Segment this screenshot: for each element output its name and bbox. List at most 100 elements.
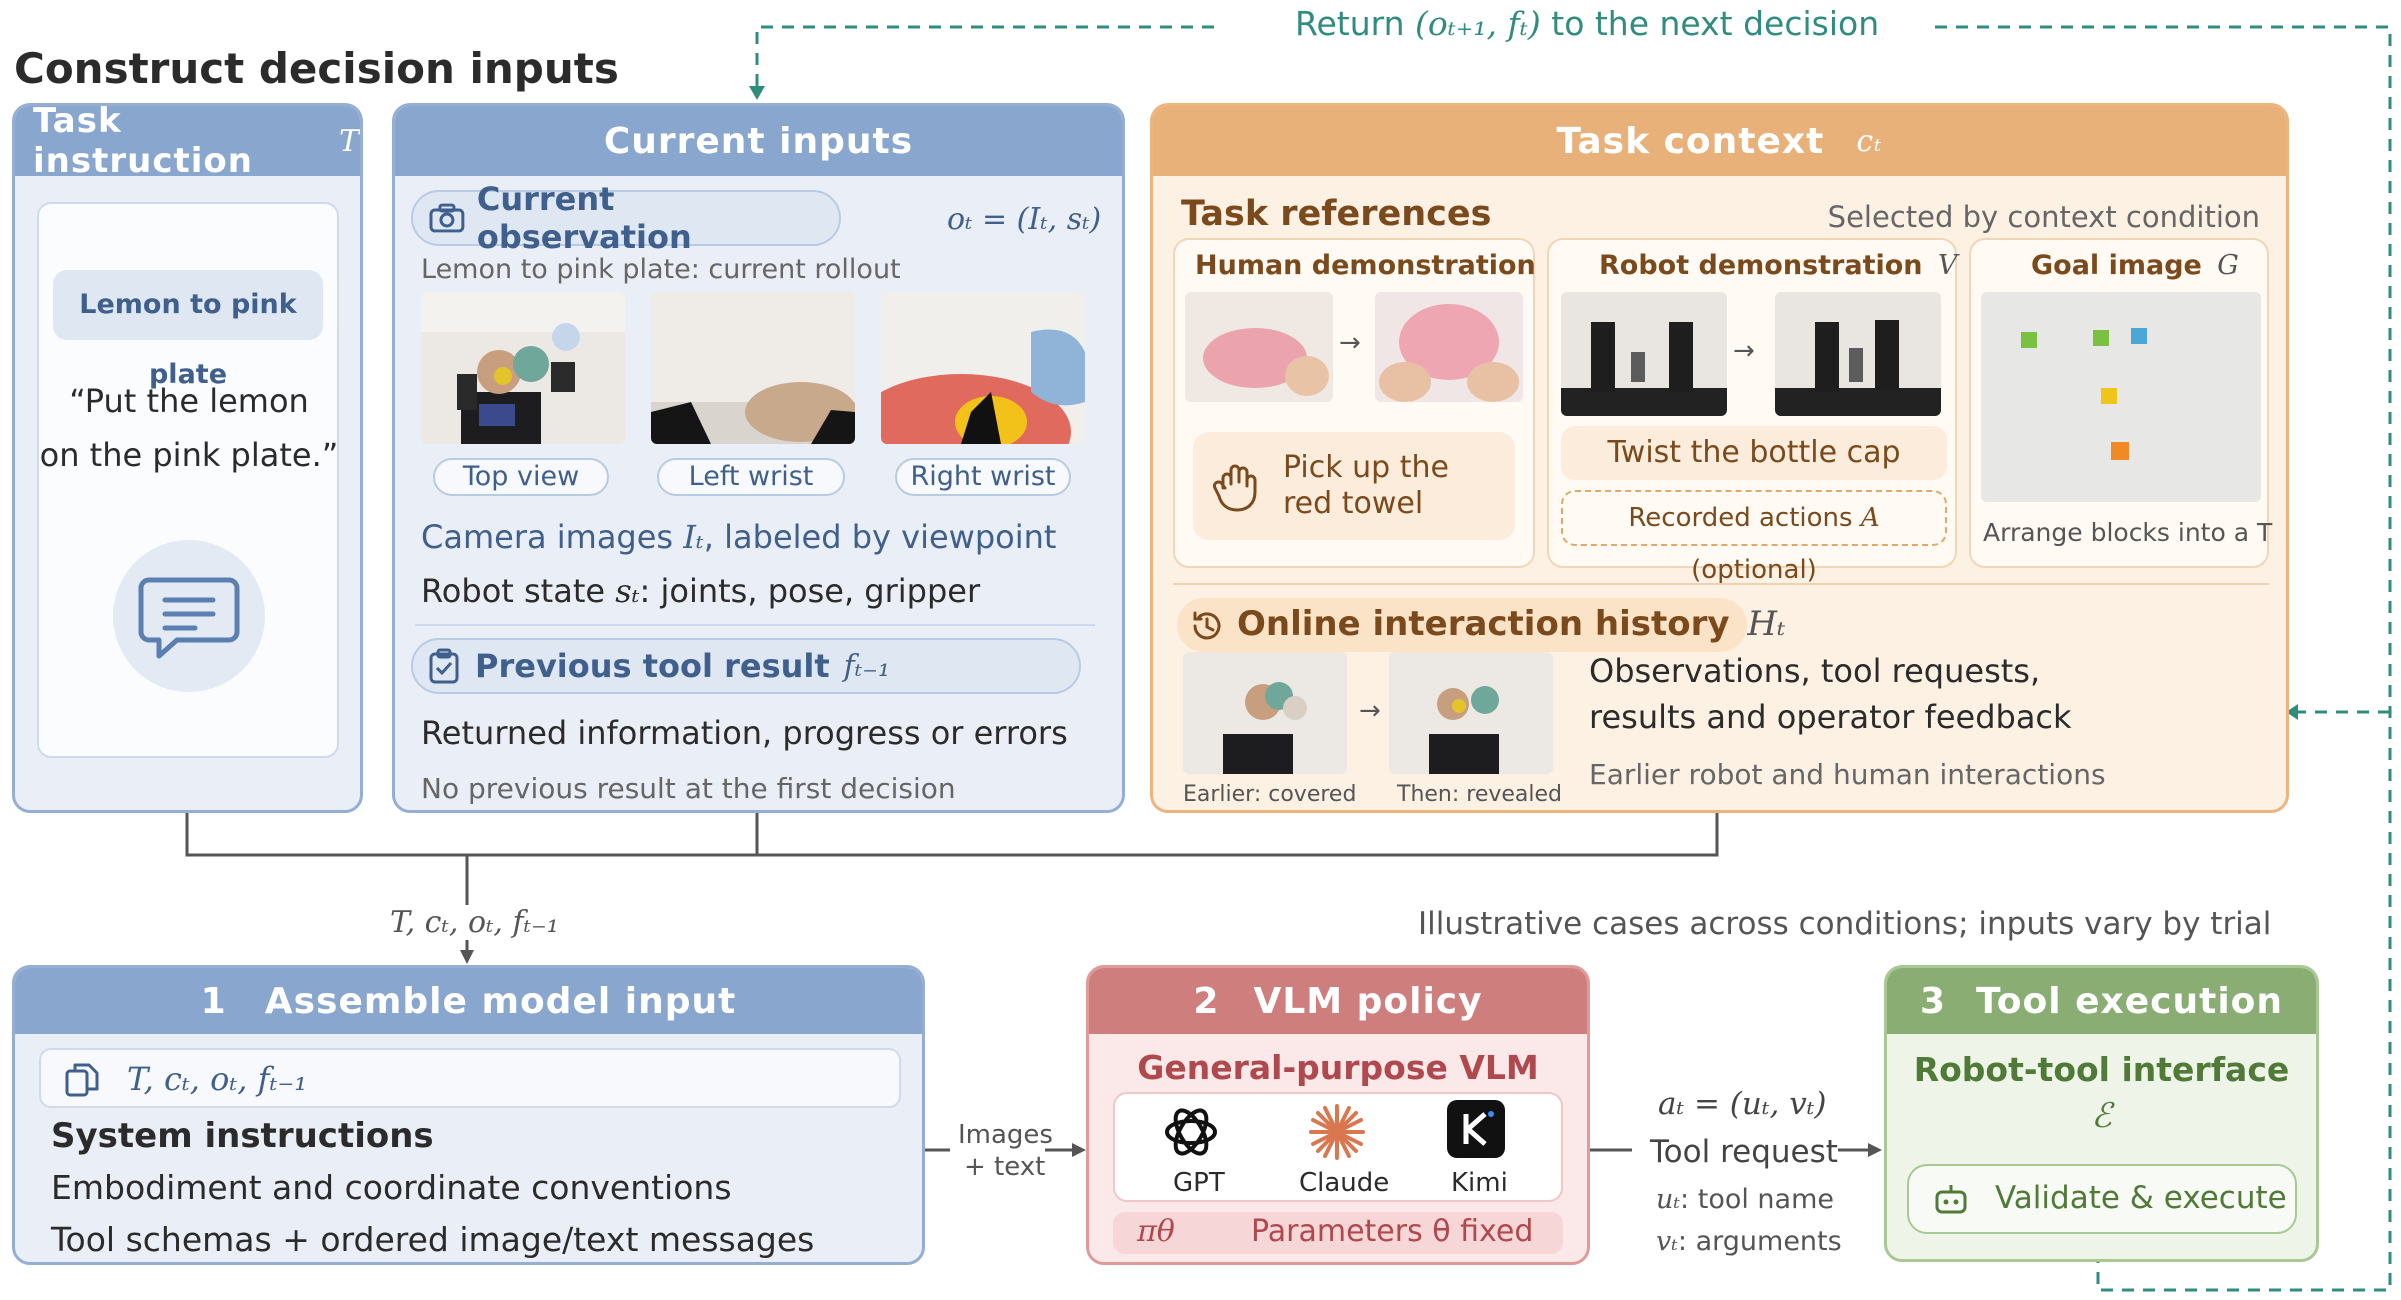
goal-image-title: Goal image G — [2031, 250, 2239, 281]
model-claude: Claude — [1299, 1168, 1390, 1198]
instruction-quote-2: on the pink plate.” — [39, 436, 339, 474]
claude-logo — [1305, 1100, 1369, 1168]
hand-icon — [1213, 464, 1257, 512]
task-instruction-title: Task instruction — [33, 103, 253, 181]
assemble-inputs-box: T, cₜ, oₜ, fₜ₋₁ — [39, 1048, 901, 1108]
observation-label: Current observation — [476, 180, 692, 256]
validate-execute-button[interactable]: Validate & execute — [1907, 1164, 2297, 1234]
kimi-icon — [1463, 1111, 1494, 1146]
task-references-title: Task references — [1181, 194, 1492, 234]
illustrative-note: Illustrative cases across conditions; in… — [1418, 906, 2272, 942]
task-instruction-panel: Task instruction T Lemon to pink plate “… — [12, 103, 363, 813]
previous-result-note: No previous result at the first decision — [421, 772, 956, 805]
task-context-panel: Task context cₜ Task references Selected… — [1150, 103, 2289, 813]
history-caption-earlier: Earlier: covered — [1183, 782, 1357, 807]
goal-image — [1981, 292, 2261, 502]
tool-execution-symbol: ℰ — [2091, 1096, 2112, 1136]
tool-args-line: vₜ: arguments — [1656, 1226, 1842, 1257]
history-frame-revealed — [1389, 652, 1553, 774]
view-tag-right: Right wrist — [895, 458, 1071, 496]
history-note: Earlier robot and human interactions — [1589, 758, 2106, 791]
history-arrow: → — [1359, 696, 1381, 726]
human-demo-frame-1 — [1185, 292, 1333, 402]
previous-result-symbol: fₜ₋₁ — [843, 648, 891, 684]
task-context-symbol: cₜ — [1856, 123, 1883, 159]
assemble-panel: 1 Assemble model input T, cₜ, oₜ, fₜ₋₁ S… — [12, 965, 925, 1265]
divider — [415, 624, 1095, 626]
human-demo-card: Human demonstration V → Pick up the red … — [1173, 238, 1571, 568]
message-icon — [113, 540, 265, 692]
task-context-header: Task context cₜ — [1153, 106, 2286, 176]
vlm-panel: 2 VLM policy General-purpose VLM GPT — [1086, 965, 1590, 1265]
robot-demo-title: Robot demonstration V — [1599, 250, 1958, 281]
top-view-image — [421, 292, 625, 444]
policy-bar: πθ Parameters θ fixed — [1113, 1212, 1563, 1254]
robot-state-line: Robot state sₜ: joints, pose, gripper — [421, 572, 981, 610]
robot-demo-arrow: → — [1733, 336, 1755, 366]
human-demo-frame-2 — [1375, 292, 1523, 402]
arrow-images-label-2: + text — [964, 1152, 1046, 1182]
tool-request-label: Tool request — [1650, 1134, 1838, 1170]
tool-execution-title: Tool execution — [1976, 980, 2284, 1022]
observation-math: oₜ = (Iₜ, sₜ) — [947, 202, 1102, 237]
assemble-line-2: Tool schemas + ordered image/text messag… — [51, 1220, 815, 1259]
robot-demo-frame-2 — [1775, 292, 1941, 416]
right-wrist-image — [881, 292, 1085, 444]
return-label: Return (oₜ₊₁, fₜ) to the next decision — [1295, 4, 1880, 43]
assemble-title: Assemble model input — [264, 980, 737, 1022]
assemble-inputs-math: T, cₜ, oₜ, fₜ₋₁ — [127, 1060, 308, 1098]
camera-images-line: Camera images Iₜ, labeled by viewpoint — [421, 518, 1057, 556]
instruction-card: Lemon to pink plate “Put the lemon on th… — [37, 202, 339, 758]
claude-icon — [1309, 1104, 1365, 1160]
model-kimi: Kimi — [1451, 1168, 1508, 1198]
human-demo-caption-2: red towel — [1283, 486, 1424, 521]
model-gpt: GPT — [1173, 1168, 1225, 1198]
history-pill: Online interaction history Hₜ — [1177, 598, 1785, 652]
view-tag-left: Left wrist — [657, 458, 845, 496]
tool-execution-header: 3 Tool execution — [1887, 968, 2316, 1034]
recorded-actions-box: Recorded actions A (optional) — [1561, 490, 1947, 585]
goal-image-card: Goal image G Arrange blocks into a T — [1969, 238, 2273, 568]
assemble-header: 1 Assemble model input — [15, 968, 922, 1034]
current-inputs-title: Current inputs — [603, 120, 914, 162]
instruction-quote-1: “Put the lemon — [69, 382, 309, 420]
history-line-2: results and operator feedback — [1589, 698, 2072, 736]
return-math: (oₜ₊₁, fₜ) — [1415, 4, 1541, 43]
policy-symbol: πθ — [1137, 1214, 1175, 1249]
tool-request-math: aₜ = (uₜ, vₜ) — [1658, 1086, 1827, 1122]
policy-params: Parameters θ fixed — [1251, 1214, 1534, 1249]
assemble-line-1: Embodiment and coordinate conventions — [51, 1168, 732, 1207]
human-demo-arrow: → — [1339, 328, 1361, 358]
validate-execute-label: Validate & execute — [1995, 1180, 2287, 1216]
assemble-system: System instructions — [51, 1116, 434, 1156]
tool-execution-number: 3 — [1919, 980, 1946, 1022]
vlm-subtitle: General-purpose VLM — [1137, 1048, 1539, 1087]
tool-execution-subtitle: Robot-tool interface — [1913, 1050, 2290, 1089]
previous-result-desc: Returned information, progress or errors — [421, 714, 1068, 752]
history-icon — [1193, 611, 1221, 640]
task-context-title: Task context — [1556, 120, 1825, 162]
assemble-number: 1 — [200, 980, 227, 1022]
goal-image-caption: Arrange blocks into a T — [1983, 518, 2273, 547]
current-inputs-header: Current inputs — [395, 106, 1122, 176]
left-wrist-image — [651, 292, 855, 444]
instruction-badge: Lemon to pink plate — [53, 270, 323, 390]
arrow-images-label-1: Images — [958, 1120, 1053, 1150]
merge-label: T, cₜ, oₜ, fₜ₋₁ — [386, 905, 563, 940]
observation-pill: Current observation — [411, 180, 841, 256]
gpt-icon — [1165, 1108, 1217, 1156]
vlm-number: 2 — [1193, 980, 1220, 1022]
tool-name-line: uₜ: tool name — [1656, 1184, 1835, 1215]
task-instruction-symbol: T — [338, 123, 360, 159]
history-caption-revealed: Then: revealed — [1397, 782, 1563, 807]
previous-result-label: Previous tool result — [475, 647, 830, 685]
vlm-models-box: GPT Claude Kimi — [1113, 1092, 1563, 1202]
robot-demo-frame-1 — [1561, 292, 1727, 416]
observation-caption: Lemon to pink plate: current rollout — [421, 254, 901, 285]
human-demo-caption-1: Pick up the — [1283, 450, 1449, 485]
history-frame-earlier — [1183, 652, 1347, 774]
gpt-logo — [1159, 1100, 1223, 1168]
context-divider — [1173, 583, 2269, 585]
vlm-title: VLM policy — [1253, 980, 1483, 1022]
